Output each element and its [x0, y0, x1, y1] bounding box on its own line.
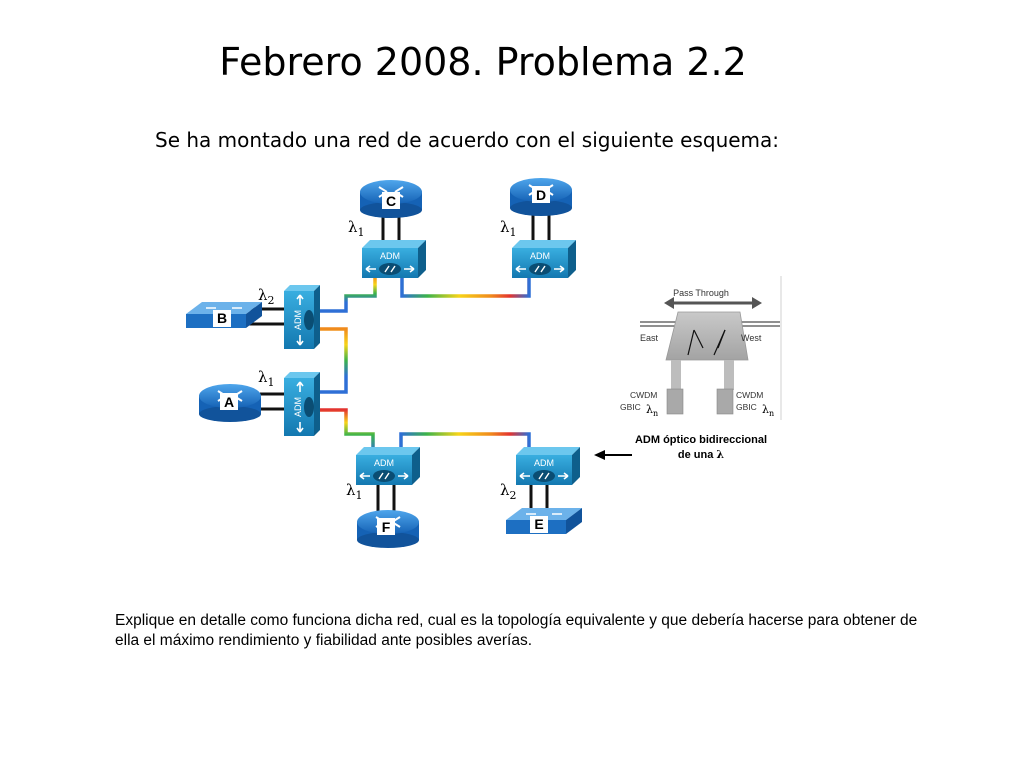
fiber-f-e [399, 432, 531, 452]
lambda-d: λ1 [500, 218, 517, 239]
svg-text:ADM: ADM [293, 397, 303, 417]
node-label-f: F [382, 519, 391, 535]
svg-text:East: East [640, 333, 659, 343]
svg-text:λn: λn [646, 403, 658, 418]
node-label-d: D [536, 187, 546, 203]
fiber-ring [320, 276, 551, 452]
svg-text:ADM: ADM [380, 251, 400, 261]
inset-caption-1: ADM óptico bidireccional [635, 434, 767, 446]
svg-text:λn: λn [762, 403, 774, 418]
lambda-c: λ1 [348, 218, 365, 239]
adm-b: ADM [284, 285, 320, 349]
router-f: F [357, 510, 419, 548]
slide-subtitle: Se ha montado una red de acuerdo con el … [155, 128, 780, 152]
lambda-b: λ2 [258, 286, 275, 307]
svg-text:ADM: ADM [293, 310, 303, 330]
svg-text:Pass Through: Pass Through [673, 288, 729, 298]
svg-text:GBIC: GBIC [736, 402, 757, 412]
oadm-body [665, 311, 749, 361]
inset-caption-2: de una λ [678, 448, 725, 461]
fiber-b-a [320, 327, 348, 394]
svg-text:GBIC: GBIC [620, 402, 641, 412]
svg-text:ADM: ADM [534, 458, 554, 468]
svg-text:CWDM: CWDM [630, 390, 657, 400]
switch-e: E [506, 508, 582, 534]
router-c: C [360, 180, 422, 218]
svg-text:West: West [741, 333, 762, 343]
node-label-a: A [224, 394, 234, 410]
adm-d: ADM [512, 240, 576, 278]
lambda-labels: λ1 λ1 λ2 λ1 λ1 λ2 [258, 218, 517, 502]
svg-text:ADM: ADM [530, 251, 550, 261]
lambda-f: λ1 [346, 481, 363, 502]
adm-f: ADM [356, 447, 420, 485]
lambda-a: λ1 [258, 368, 275, 389]
optical-adm-inset: Pass Through East West CWDM GBIC CWDM GB… [594, 276, 782, 461]
node-label-e: E [534, 516, 543, 532]
svg-text:CWDM: CWDM [736, 390, 763, 400]
node-label-c: C [386, 193, 396, 209]
adm-c: ADM [362, 240, 426, 278]
lambda-e: λ2 [500, 481, 517, 502]
slide-title: Febrero 2008. Problema 2.2 [219, 40, 747, 84]
svg-text:ADM: ADM [374, 458, 394, 468]
fiber-a-f [320, 408, 375, 452]
node-label-b: B [217, 310, 227, 326]
adm-e: ADM [516, 447, 580, 485]
router-d: D [510, 178, 572, 216]
router-a: A [199, 384, 261, 422]
adm-a: ADM [284, 372, 320, 436]
pass-through-arrow: Pass Through [664, 288, 762, 309]
fiber-c-b [320, 276, 377, 313]
question-text: Explique en detalle como funciona dicha … [115, 612, 918, 649]
switch-b: B [186, 302, 262, 328]
fiber-c-d [400, 276, 531, 298]
